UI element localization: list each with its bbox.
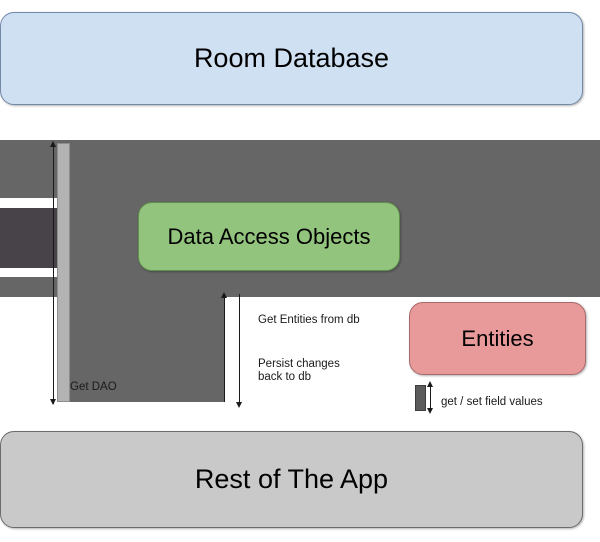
edge-get-dao-arrowhead-top — [50, 141, 56, 147]
node-room-database[interactable]: Room Database — [0, 12, 583, 105]
edge-get-set-field-values-stub-bar — [415, 385, 426, 411]
edge-get-entities-arrowhead — [221, 292, 227, 298]
node-data-access-objects-label: Data Access Objects — [167, 223, 371, 249]
node-entities-label: Entities — [461, 325, 534, 351]
node-entities[interactable]: Entities — [409, 302, 586, 375]
edge-get-dao-arrowhead-bottom — [50, 399, 56, 405]
edge-get-dao-stub-bar — [57, 143, 70, 402]
edge-get-set-field-values-arrowhead-top — [427, 381, 433, 387]
node-rest-of-the-app[interactable]: Rest of The App — [0, 431, 583, 528]
node-data-access-objects[interactable]: Data Access Objects — [138, 202, 400, 271]
edge-persist-changes-arrowhead — [236, 402, 242, 408]
node-rest-of-the-app-label: Rest of The App — [194, 463, 389, 494]
edge-persist-changes-line — [239, 294, 240, 404]
edge-label-persist-changes-back-to-db: Persist changes back to db — [258, 358, 340, 383]
edge-get-dao-line — [53, 146, 54, 404]
edge-label-get-entities-from-db: Get Entities from db — [258, 314, 360, 326]
edge-get-set-field-values-arrowhead-bottom — [427, 408, 433, 414]
node-room-database-label: Room Database — [193, 42, 390, 73]
edge-get-set-field-values-line — [430, 385, 431, 411]
edge-label-get-dao: Get DAO — [70, 381, 117, 393]
edge-label-get-set-field-values: get / set field values — [441, 396, 543, 408]
background-block-mid-column — [57, 140, 225, 402]
edge-get-entities-line — [224, 297, 225, 402]
